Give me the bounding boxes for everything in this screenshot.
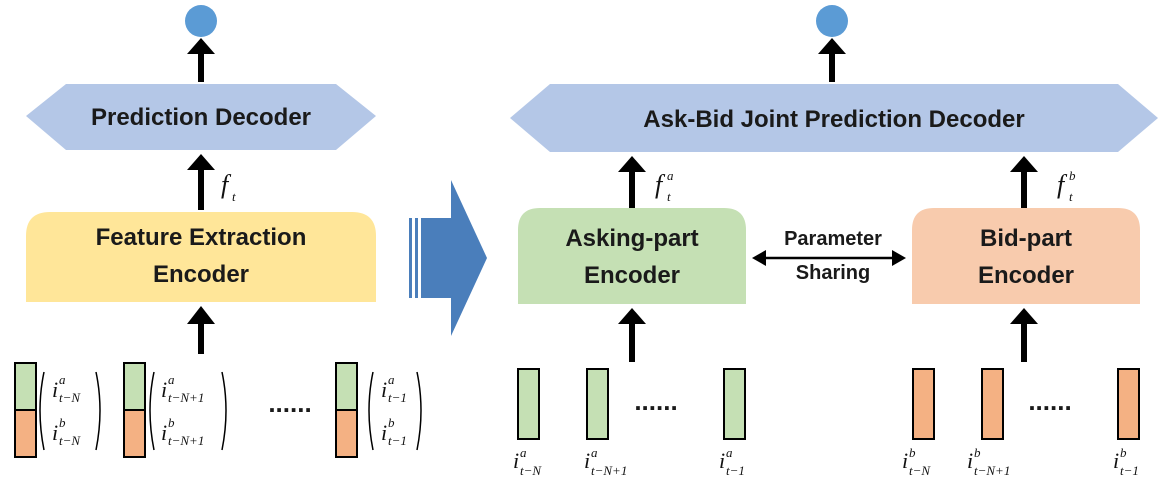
feature-extraction-encoder-shape — [26, 212, 376, 302]
svg-text:t−1: t−1 — [1120, 463, 1139, 478]
feature-extraction-encoder-label-line2: Encoder — [153, 261, 249, 288]
svg-text:t: t — [232, 189, 236, 204]
svg-text:a: a — [726, 445, 733, 460]
right-arrow-to-output — [818, 38, 846, 82]
bid-input-bar — [912, 368, 935, 440]
svg-text:i: i — [1113, 448, 1119, 473]
svg-text:a: a — [59, 372, 66, 387]
svg-text:i: i — [584, 448, 590, 473]
svg-text:a: a — [667, 168, 674, 183]
bid-input-label: i b t−N+1 — [967, 445, 1010, 478]
svg-text:i: i — [161, 420, 167, 445]
svg-text:i: i — [719, 448, 725, 473]
svg-text:t−N+1: t−N+1 — [168, 390, 204, 405]
bid-part-encoder-shape — [912, 208, 1140, 304]
svg-text:a: a — [388, 372, 395, 387]
svg-text:f: f — [1057, 170, 1068, 199]
svg-text:t−N: t−N — [59, 390, 81, 405]
svg-text:b: b — [974, 445, 981, 460]
left-arrow-to-encoder — [187, 306, 215, 354]
svg-text:t: t — [1069, 189, 1073, 204]
left-arrow-to-output — [187, 38, 215, 82]
svg-text:t−1: t−1 — [388, 390, 407, 405]
svg-text:b: b — [1120, 445, 1127, 460]
svg-text:a: a — [520, 445, 527, 460]
left-input-vector-1: i a t−N i b t−N — [14, 362, 101, 458]
svg-text:a: a — [168, 372, 175, 387]
svg-text:t−N: t−N — [909, 463, 931, 478]
svg-text:i: i — [52, 420, 58, 445]
left-arrow-to-decoder — [187, 154, 215, 210]
svg-text:i: i — [161, 377, 167, 402]
svg-text:i: i — [52, 377, 58, 402]
asking-part-encoder-label-line1: Asking-part — [565, 225, 698, 252]
right-output-node — [816, 5, 848, 37]
svg-text:i: i — [381, 420, 387, 445]
bid-part-encoder-label-line2: Encoder — [978, 262, 1074, 289]
bid-arrow-to-encoder — [1010, 308, 1038, 362]
left-ellipsis: ...... — [268, 388, 311, 418]
svg-text:b: b — [1069, 168, 1076, 183]
svg-text:t−1: t−1 — [726, 463, 745, 478]
bid-arrow-to-decoder — [1010, 156, 1038, 208]
ask-input-bar — [723, 368, 746, 440]
joint-decoder-label: Ask-Bid Joint Prediction Decoder — [643, 106, 1024, 133]
svg-text:t−N: t−N — [59, 433, 81, 448]
bid-ellipsis: ...... — [1028, 386, 1071, 416]
bid-input-label: i b t−N — [902, 445, 931, 478]
bid-input-label: i b t−1 — [1113, 445, 1139, 478]
parameter-sharing-label-line2: Sharing — [796, 262, 870, 284]
svg-text:b: b — [388, 415, 395, 430]
svg-text:b: b — [168, 415, 175, 430]
svg-text:f: f — [655, 170, 666, 199]
svg-text:t: t — [667, 189, 671, 204]
bid-feature-label: f b t — [1057, 168, 1076, 204]
svg-text:f: f — [221, 170, 232, 199]
svg-text:b: b — [909, 445, 916, 460]
svg-text:t−N+1: t−N+1 — [591, 463, 627, 478]
svg-text:i: i — [513, 448, 519, 473]
left-input-vector-3: i a t−1 i b t−1 — [335, 362, 422, 458]
left-panel: Prediction Decoder f t Feature Extractio… — [14, 5, 422, 458]
ask-input-label: i a t−N — [513, 445, 542, 478]
parameter-sharing-arrow — [752, 250, 906, 266]
bid-input-bar — [1117, 368, 1140, 440]
joint-decoder-shape — [510, 84, 1158, 152]
svg-text:b: b — [59, 415, 66, 430]
left-input-vector-2: i a t−N+1 i b t−N+1 — [123, 362, 227, 458]
left-output-node — [185, 5, 217, 37]
svg-text:a: a — [591, 445, 598, 460]
ask-input-bar — [517, 368, 540, 440]
prediction-decoder-label: Prediction Decoder — [91, 104, 311, 131]
prediction-decoder-shape — [26, 84, 376, 150]
ask-input-bar — [586, 368, 609, 440]
ask-ellipsis: ...... — [634, 386, 677, 416]
bid-part-encoder-label-line1: Bid-part — [980, 225, 1072, 252]
svg-text:i: i — [381, 377, 387, 402]
parameter-sharing-label-line1: Parameter — [784, 228, 882, 250]
svg-text:t−N+1: t−N+1 — [974, 463, 1010, 478]
feature-extraction-encoder-label-line1: Feature Extraction — [96, 224, 307, 251]
left-feature-label: f t — [221, 170, 236, 204]
svg-text:i: i — [902, 448, 908, 473]
transition-arrow — [409, 180, 487, 336]
bid-input-bar — [981, 368, 1004, 440]
ask-input-label: i a t−1 — [719, 445, 745, 478]
svg-text:t−N: t−N — [520, 463, 542, 478]
ask-input-label: i a t−N+1 — [584, 445, 627, 478]
asking-part-encoder-label-line2: Encoder — [584, 262, 680, 289]
ask-arrow-to-encoder — [618, 308, 646, 362]
asking-part-encoder-shape — [518, 208, 746, 304]
right-panel: Ask-Bid Joint Prediction Decoder f a t f… — [510, 5, 1158, 478]
ask-arrow-to-decoder — [618, 156, 646, 208]
ask-feature-label: f a t — [655, 168, 674, 204]
svg-text:i: i — [967, 448, 973, 473]
svg-text:t−N+1: t−N+1 — [168, 433, 204, 448]
svg-text:t−1: t−1 — [388, 433, 407, 448]
